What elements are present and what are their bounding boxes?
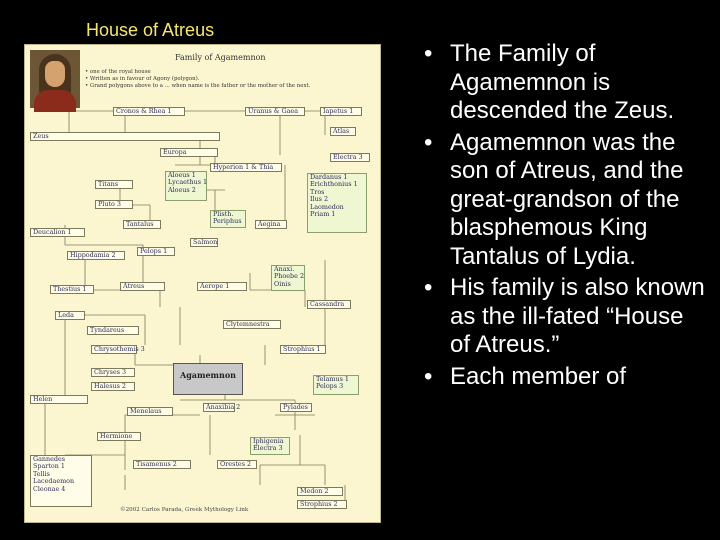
node-telamus: Telamus 1 Pelops 3 bbox=[313, 375, 359, 395]
bullet-text: Each member of bbox=[450, 362, 627, 390]
node-thestius: Thestius 1 bbox=[50, 285, 94, 294]
node-anaxi: Anaxi. Phoebe 2 Oinis bbox=[271, 265, 305, 291]
node-tyndareus: Tyndareus bbox=[87, 326, 139, 335]
bullet-icon: • bbox=[424, 128, 433, 156]
tree-legend: • one of the royal house • Written as in… bbox=[85, 69, 310, 89]
node-titans: Titans bbox=[95, 180, 133, 189]
jesus-portrait-icon bbox=[30, 50, 80, 112]
node-pelops: Pelops 1 bbox=[137, 247, 175, 256]
node-aerope: Aerope 1 bbox=[197, 282, 247, 291]
node-chrysothemis: Chrysothemis 3 bbox=[91, 345, 145, 354]
node-dardanus: Dardanus 1 Erichthonius 1 Tros Ilus 2 La… bbox=[307, 173, 367, 233]
node-atlas: Atlas bbox=[330, 127, 356, 136]
node-orestes: Orestes 2 bbox=[217, 460, 257, 469]
node-agamemnon: Agamemnon bbox=[173, 363, 243, 395]
node-chryses: Chryses 3 bbox=[91, 368, 135, 377]
node-tantalus: Tantalus bbox=[123, 220, 161, 229]
node-anaxibia: Anaxibia 2 bbox=[203, 403, 240, 412]
node-hippodamia: Hippodamia 2 bbox=[67, 251, 125, 260]
tree-copyright: ©2002 Carlos Parada, Greek Mythology Lin… bbox=[120, 507, 249, 513]
node-europa: Europa bbox=[160, 148, 218, 157]
node-clytemnestra: Clytemnestra bbox=[223, 320, 281, 329]
node-medon: Medon 2 bbox=[297, 487, 343, 496]
node-iphigenia: Iphigenia Electra 3 bbox=[250, 437, 290, 455]
node-salmon: Salmon bbox=[190, 238, 218, 247]
bullet-icon: • bbox=[424, 274, 433, 301]
node-hermione: Hermione bbox=[97, 432, 141, 441]
node-pylades: Pylades bbox=[280, 403, 312, 412]
node-plisth: Plisth. Periphus bbox=[210, 210, 246, 228]
tree-title: Family of Agamemnon bbox=[175, 53, 266, 62]
bullet-list: • The Family of Agamemnon is descended th… bbox=[420, 40, 710, 394]
node-strophius: Strophius 1 bbox=[280, 345, 326, 354]
slide-title: House of Atreus bbox=[86, 20, 215, 40]
node-ganimedes: Gannedes Sparton 1 Tellis Lacedaemon Cle… bbox=[30, 455, 92, 507]
family-tree-image: Family of Agamemnon • one of the royal h… bbox=[24, 44, 381, 523]
node-menelaus: Menelaus bbox=[127, 407, 173, 416]
node-halesus: Halesus 2 bbox=[91, 382, 135, 391]
node-atreus: Atreus bbox=[120, 282, 165, 291]
node-strophius2: Strophius 2 bbox=[297, 500, 347, 509]
node-leda: Leda bbox=[55, 311, 85, 320]
node-deucalion: Deucalion 1 bbox=[30, 228, 85, 237]
node-hyperion: Hyperion 1 & Thia bbox=[210, 163, 282, 172]
bullet-icon: • bbox=[424, 40, 433, 67]
node-cronos: Cronos & Rhea 1 bbox=[113, 107, 185, 116]
bullet-icon: • bbox=[424, 362, 433, 390]
node-aloeus: Aloeus 1 Lycaethus 1 Aloeus 2 bbox=[165, 171, 207, 201]
legend-line: • Written as in favour of Agony (polygon… bbox=[85, 75, 200, 82]
bullet-item: • Each member of bbox=[420, 363, 710, 392]
node-cassandra: Cassandra bbox=[307, 300, 351, 309]
legend-line: • one of the royal house bbox=[85, 69, 151, 75]
node-helen: Helen bbox=[30, 395, 88, 404]
bullet-item: • His family is also known as the ill-fat… bbox=[420, 274, 710, 360]
bullet-text: His family is also known as the ill-fate… bbox=[450, 274, 705, 358]
node-tisamenus: Tisamenus 2 bbox=[133, 460, 191, 469]
node-zeus: Zeus bbox=[30, 132, 220, 141]
node-electra: Electra 3 bbox=[330, 153, 370, 162]
node-uranus: Uranus & Gaea bbox=[245, 107, 305, 116]
node-aegina: Aegina bbox=[255, 220, 287, 229]
node-iapetus: Iapetus 1 bbox=[320, 107, 362, 116]
bullet-text: Agamemnon was the son of Atreus, and the… bbox=[450, 128, 684, 270]
bullet-text: The Family of Agamemnon is descended the… bbox=[450, 40, 675, 124]
node-pluto: Pluto 3 bbox=[95, 200, 133, 209]
legend-line: • Grand polygons above to a ... when nam… bbox=[85, 82, 311, 89]
bullet-item: • Agamemnon was the son of Atreus, and th… bbox=[420, 129, 710, 272]
bullet-item: • The Family of Agamemnon is descended th… bbox=[420, 40, 710, 126]
